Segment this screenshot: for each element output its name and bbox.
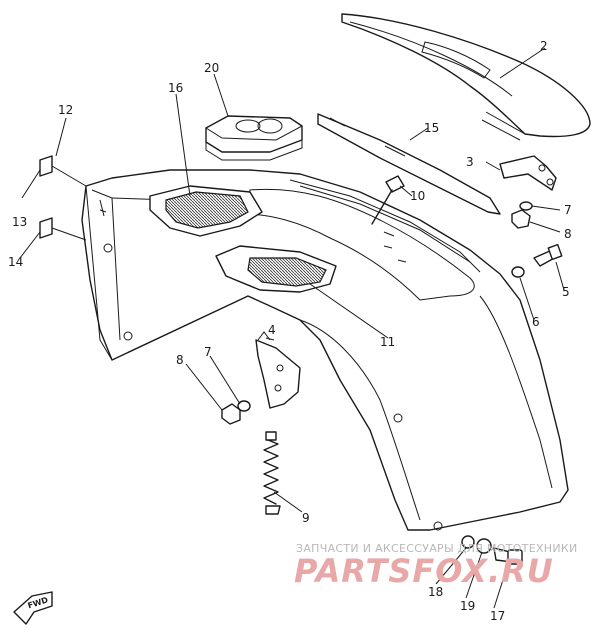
callout-12: 12 [58,103,73,117]
callout-16: 16 [168,81,183,95]
callout-17: 17 [490,609,505,623]
callout-19: 19 [460,599,475,613]
part-10-bolt [371,175,405,225]
watermark-caption: ЗАПЧАСТИ И АКСЕССУАРЫ ДЛЯ МОТОТЕХНИКИ [296,542,578,555]
part-5-bolt [533,243,563,267]
callout-14: 14 [8,255,23,269]
callout-3: 3 [466,155,474,169]
part-14-tag [39,217,53,239]
watermark-logo: PARTSFOX.RU [294,552,554,590]
callout-8-left: 8 [176,353,184,367]
part-20-cap [205,115,303,161]
part-12-tag [39,155,53,177]
callout-15: 15 [424,121,439,135]
part-15-strip [317,113,501,215]
part-8-nut-right [511,209,531,229]
part-9-spring [263,431,281,515]
part-7-washer-right [519,201,533,211]
part-17-bolt [493,547,523,565]
callout-18: 18 [428,585,443,599]
callout-8-right: 8 [564,227,572,241]
part-8-nut-left [221,403,241,425]
callout-9: 9 [302,511,310,525]
callout-5: 5 [562,285,570,299]
part-6-washer [511,266,525,278]
part-18-washer [461,535,475,549]
part-19-washer [476,538,492,554]
callout-6: 6 [532,315,540,329]
callout-11: 11 [380,335,395,349]
part-4-bracket [255,331,301,409]
callout-7-right: 7 [564,203,572,217]
callout-20: 20 [204,61,219,75]
part-2-upper-cover [341,13,591,141]
part-7-washer-left [237,400,251,412]
part-16-pad [149,185,263,237]
part-3-bracket [499,155,557,191]
main-body-cowl [81,169,569,531]
part-11-pad [215,245,337,293]
callout-2: 2 [540,39,548,53]
fwd-arrow-icon: FWD [13,591,53,625]
callout-10: 10 [410,189,425,203]
callout-7-left: 7 [204,345,212,359]
callout-4: 4 [268,323,276,337]
leader-lines [19,47,565,609]
callout-13: 13 [12,215,27,229]
